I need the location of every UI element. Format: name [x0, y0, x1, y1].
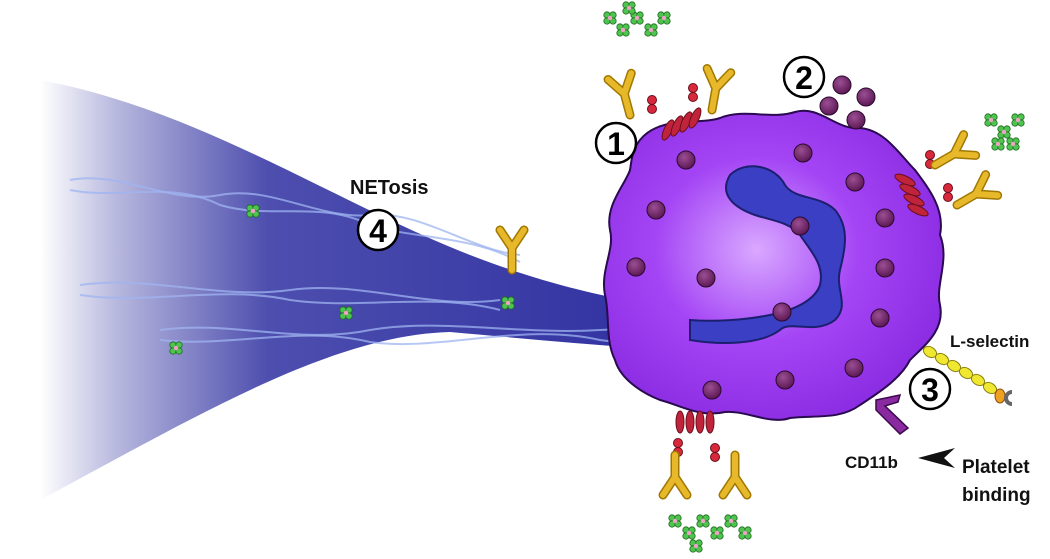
immune-complex-icon [246, 204, 260, 218]
immune-complex-icon [169, 341, 183, 355]
step-1-label: 1 [607, 126, 625, 162]
step-3-label: 3 [921, 372, 939, 408]
platelet-label: Platelet [962, 457, 1030, 478]
cd11b-integrin [875, 394, 910, 435]
step-marker-4: 4 [356, 208, 400, 252]
cd11b-label: CD11b [845, 453, 898, 472]
binding-label: binding [962, 485, 1031, 506]
immune-complex-icon [501, 296, 515, 310]
granules [626, 143, 895, 400]
released-granules [819, 75, 876, 130]
arrowhead-icon [918, 448, 955, 468]
step-marker-2: 2 [782, 55, 826, 99]
l-selectin-label: L-selectin [950, 332, 1029, 351]
immune-complex-icon [339, 306, 353, 320]
step-marker-1: 1 [594, 121, 638, 165]
netosis-label: NETosis [350, 177, 429, 199]
l-selectin-chain [922, 345, 1013, 406]
net-tail [40, 80, 690, 500]
step-marker-3: 3 [908, 367, 952, 411]
fc-receptor-bottom [663, 410, 752, 553]
antibody-icon [500, 230, 524, 270]
step-2-label: 2 [795, 60, 813, 96]
dna-strands [69, 177, 721, 346]
fc-receptor-right [892, 113, 1025, 218]
step-4-label: 4 [369, 213, 387, 249]
